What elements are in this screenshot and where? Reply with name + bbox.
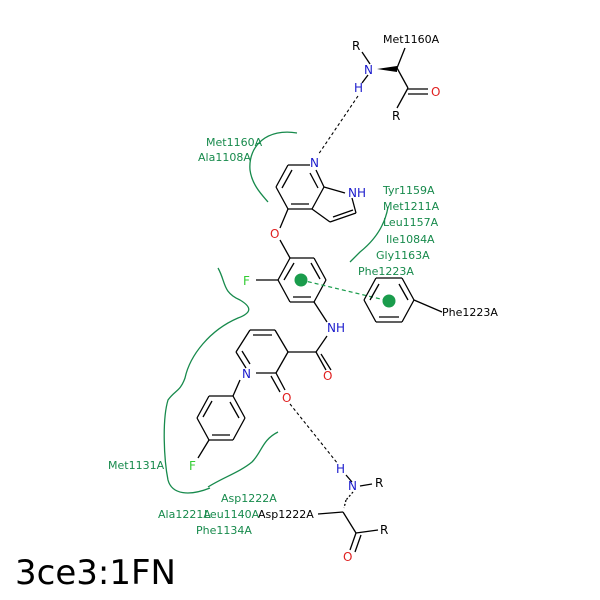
contact-leu1157: Leu1157A <box>383 216 439 229</box>
met1160-top-label: Met1160A <box>383 33 440 46</box>
met1160-n: N <box>364 63 373 77</box>
contact-met1160: Met1160A <box>206 136 263 149</box>
asp1222-o: O <box>343 550 352 564</box>
contact-asp1222: Asp1222A <box>221 492 277 505</box>
asp1222-h: H <box>336 462 345 476</box>
amide-linker <box>288 335 332 371</box>
contact-gly1163: Gly1163A <box>376 249 430 262</box>
pyrrolopyridine-ring <box>275 164 357 229</box>
ether-o: O <box>270 227 279 241</box>
pi-center-ligand <box>294 273 308 287</box>
asp1222-backbone <box>317 474 379 553</box>
pyridine-n: N <box>310 156 319 170</box>
pi-center-phe1223 <box>382 294 396 308</box>
asp1222-r2: R <box>380 523 388 537</box>
met1160-r2: R <box>392 109 400 123</box>
pi-stack-line <box>300 279 390 302</box>
contact-ile1084: Ile1084A <box>386 233 435 246</box>
met1160-backbone <box>361 47 428 109</box>
pyrrole-nh: NH <box>348 186 366 200</box>
contact-phe1134: Phe1134A <box>196 524 252 537</box>
met1160-r1: R <box>352 39 360 53</box>
pyridone-n: N <box>242 367 251 381</box>
met1131-contact-arc <box>163 267 250 494</box>
fluorine-mid: F <box>243 274 250 288</box>
contact-met1131: Met1131A <box>108 459 165 472</box>
phe1223-ring <box>363 277 443 323</box>
pocket-contact-arc <box>349 206 389 263</box>
lower-contact-arc <box>207 431 279 488</box>
hbond-met1160 <box>317 95 359 156</box>
hbond-asp1222 <box>289 403 339 465</box>
contact-tyr1159: Tyr1159A <box>382 184 435 197</box>
pyridone-o: O <box>282 391 291 405</box>
asp1222-r1: R <box>375 476 383 490</box>
asp1222-chain-label: Asp1222A <box>258 508 314 521</box>
asp1222-n: N <box>348 479 357 493</box>
diagram-title: 3ce3:1FN <box>15 553 176 593</box>
amide-o: O <box>323 369 332 383</box>
hinge-contact-arc <box>249 131 298 203</box>
met1160-h: H <box>354 81 363 95</box>
met1160-o: O <box>431 85 440 99</box>
contact-leu1140: Leu1140A <box>204 508 260 521</box>
phe1223-ring-label: Phe1223A <box>442 306 498 319</box>
contact-met1211: Met1211A <box>383 200 440 213</box>
fluorophenyl-ring <box>256 239 328 323</box>
contact-ala1108: Ala1108A <box>198 151 251 164</box>
bottom-fluorophenyl-ring <box>196 379 246 459</box>
contact-phe1223: Phe1223A <box>358 265 414 278</box>
contact-ala1221: Ala1221A <box>158 508 211 521</box>
wedge-bond <box>377 66 397 72</box>
amide-nh: NH <box>327 321 345 335</box>
fluorine-bottom: F <box>189 459 196 473</box>
pyridone-ring <box>235 329 289 393</box>
